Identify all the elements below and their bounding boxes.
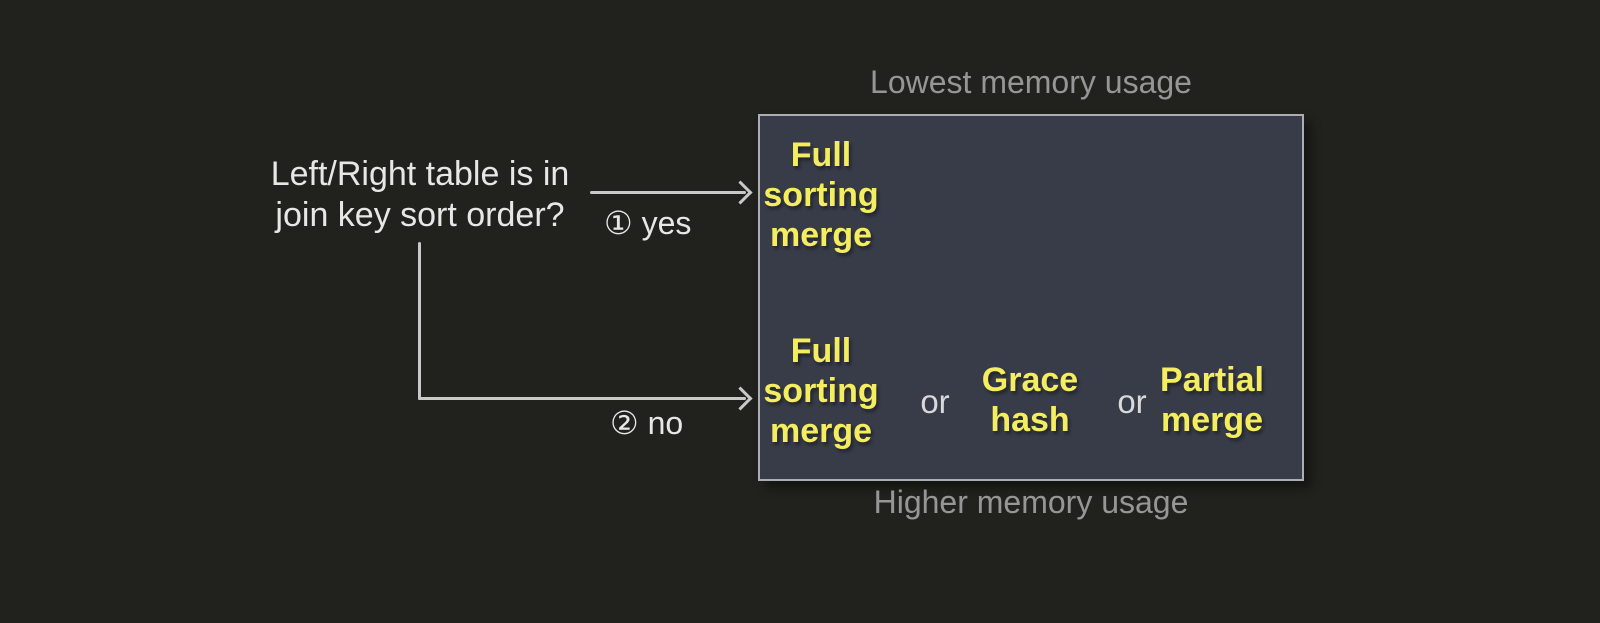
yes-arrowhead-icon	[728, 180, 753, 205]
or-separator: or	[920, 383, 950, 420]
or-separator: or	[1117, 383, 1147, 420]
question-text: Left/Right table is in join key sort ord…	[270, 155, 570, 234]
option-partial-merge: Partial merge	[1160, 361, 1264, 439]
higher-memory-caption: Higher memory usage	[873, 484, 1189, 520]
no-arrowhead-icon	[728, 386, 753, 411]
no-connector-vertical-line	[418, 242, 421, 400]
lowest-memory-caption: Lowest memory usage	[870, 64, 1192, 100]
no-branch-label: ② no	[610, 405, 684, 441]
join-options-box: Full sorting merge Full sorting merge or…	[758, 114, 1304, 481]
yes-branch-label: ① yes	[604, 205, 692, 241]
no-arrow-line	[418, 397, 746, 400]
option-grace-hash: Grace hash	[981, 361, 1079, 439]
option-full-sorting-merge-sorted: Full sorting merge	[763, 136, 879, 254]
option-full-sorting-merge-unsorted: Full sorting merge	[763, 332, 879, 450]
yes-arrow-line	[590, 191, 746, 194]
